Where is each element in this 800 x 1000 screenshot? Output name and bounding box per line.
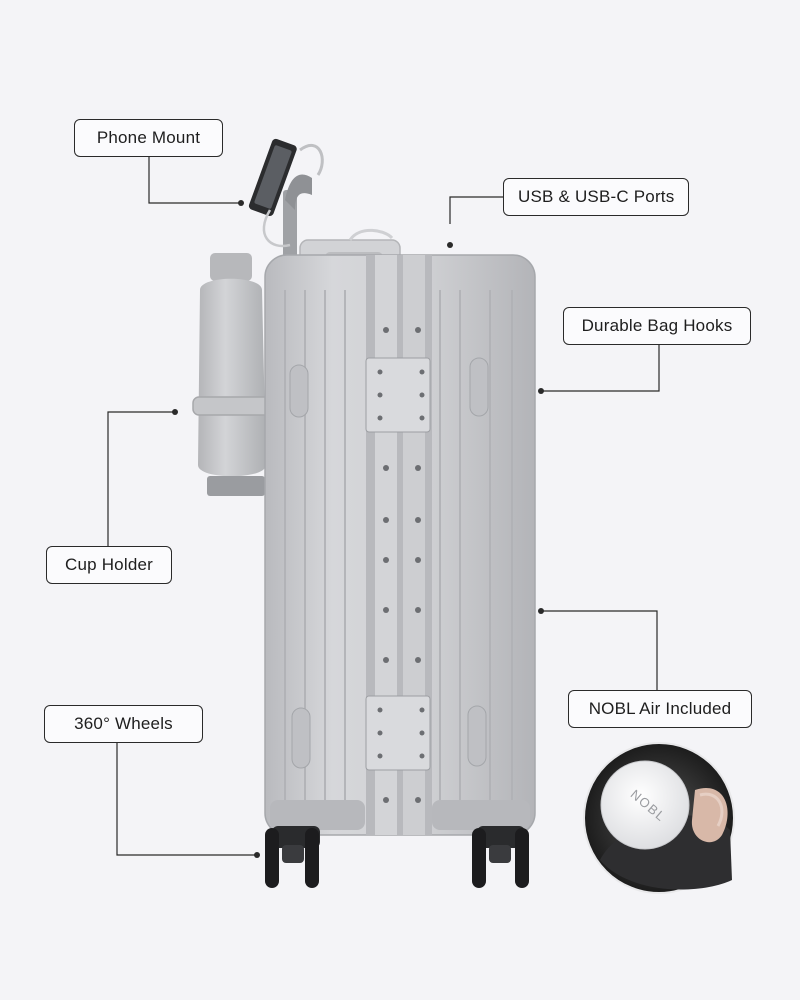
phone-mount bbox=[248, 138, 324, 275]
wheels-label: 360° Wheels bbox=[44, 705, 203, 743]
phone-mount-label: Phone Mount bbox=[74, 119, 223, 157]
usb-ports-label: USB & USB-C Ports bbox=[503, 178, 689, 216]
spinner-wheels bbox=[265, 826, 529, 888]
suitcase-shell bbox=[264, 254, 536, 836]
cup-holder-label: Cup Holder bbox=[46, 546, 172, 584]
nobl-air-inset: NOBL bbox=[583, 742, 735, 894]
bag-hooks-label: Durable Bag Hooks bbox=[563, 307, 751, 345]
nobl-air-label: NOBL Air Included bbox=[568, 690, 752, 728]
leader-dots bbox=[172, 200, 544, 858]
cup-holder-bottle bbox=[192, 253, 272, 496]
